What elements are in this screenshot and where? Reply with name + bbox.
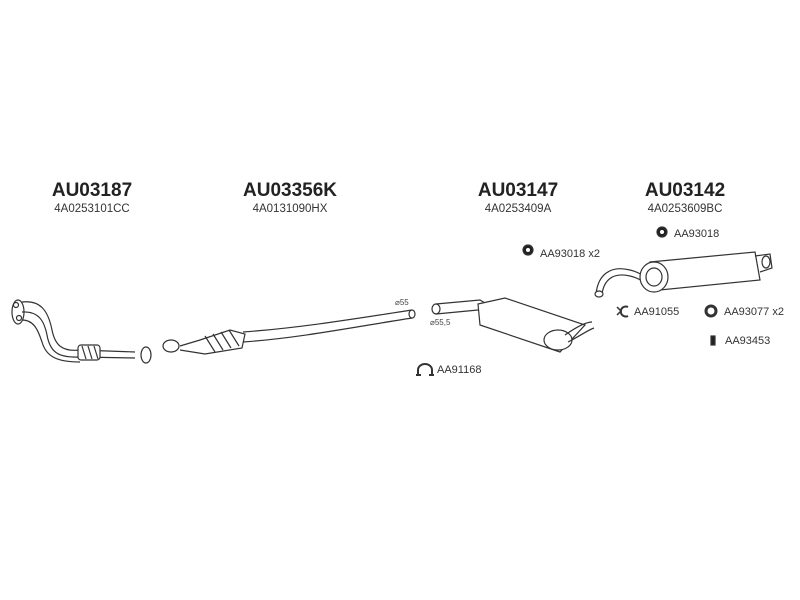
diameter-label: ⌀55	[395, 298, 409, 307]
catalyst-pipe-drawing	[162, 309, 416, 355]
oem-number: 4A0131090HX	[252, 203, 328, 215]
rubber-mount-icon	[522, 244, 534, 256]
hanger-icon	[710, 335, 716, 346]
diameter-label: ⌀55,5	[430, 318, 451, 327]
part-code: AU03142	[644, 180, 726, 201]
rear-silencer-drawing	[594, 251, 773, 298]
accessory-label: AA93077 x2	[724, 306, 784, 318]
accessory-label: AA93018	[674, 228, 720, 240]
clamp-icon	[616, 305, 629, 318]
front-pipe-drawing	[11, 299, 152, 364]
accessory-label: AA93018 x2	[540, 248, 600, 260]
part-code: AU03147	[477, 180, 559, 201]
oem-number: 4A0253409A	[484, 203, 552, 215]
accessory-label: AA91055	[634, 306, 680, 318]
oem-number: 4A0253101CC	[54, 203, 130, 215]
rubber-mount-icon	[656, 226, 668, 238]
part-code: AU03356K	[243, 180, 337, 201]
accessory-label: AA91168	[437, 364, 482, 376]
accessory-label: AA93453	[725, 335, 771, 347]
u-clamp-icon	[416, 363, 434, 376]
part-code: AU03187	[51, 180, 133, 201]
oem-number: 4A0253609BC	[647, 203, 723, 215]
middle-silencer-drawing	[431, 297, 595, 353]
ring-gasket-icon	[704, 304, 718, 318]
